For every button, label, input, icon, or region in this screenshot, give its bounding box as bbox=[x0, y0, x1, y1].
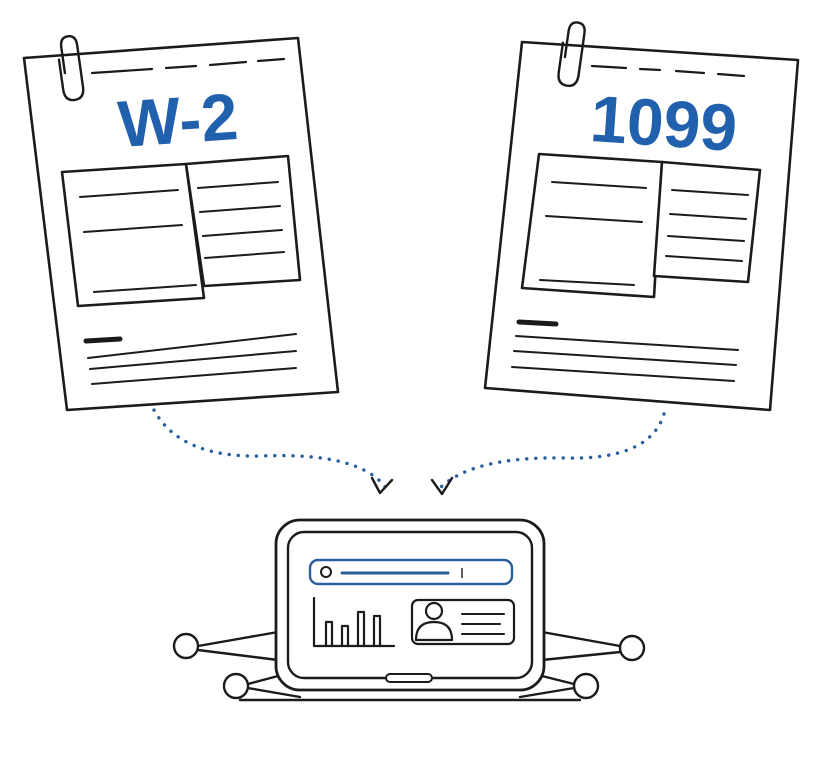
w2-document: W-2 bbox=[22, 34, 340, 412]
1099-document: 1099 bbox=[483, 21, 800, 412]
network-node-icon bbox=[172, 632, 646, 700]
1099-header-lines bbox=[590, 64, 746, 78]
monitor-stand-slot bbox=[385, 673, 433, 683]
computer-monitor bbox=[172, 518, 646, 702]
flow-arrows bbox=[152, 408, 666, 496]
w2-form-boxes bbox=[60, 154, 302, 308]
1099-right-box bbox=[652, 160, 762, 284]
w2-body-lines bbox=[83, 333, 297, 385]
w2-title: W-2 bbox=[116, 79, 241, 161]
screen-content bbox=[308, 558, 516, 648]
w2-header-lines bbox=[90, 57, 286, 75]
bar-chart-icon bbox=[312, 596, 396, 648]
1099-title: 1099 bbox=[588, 81, 740, 165]
arrow-head-icon bbox=[430, 476, 454, 496]
user-icon bbox=[414, 601, 454, 642]
user-card bbox=[410, 598, 516, 646]
w2-left-box bbox=[60, 162, 206, 308]
network-connectors bbox=[196, 630, 622, 702]
1099-form-boxes bbox=[520, 152, 762, 299]
w2-right-box bbox=[184, 154, 302, 288]
1099-left-box bbox=[520, 152, 664, 299]
arrow-head-icon bbox=[370, 476, 394, 495]
search-icon bbox=[320, 566, 332, 578]
1099-body-lines bbox=[511, 319, 739, 382]
paperclip-icon bbox=[57, 34, 85, 102]
w2-flow-path bbox=[152, 408, 388, 490]
1099-flow-path bbox=[436, 412, 666, 492]
paperclip-icon bbox=[557, 21, 586, 87]
